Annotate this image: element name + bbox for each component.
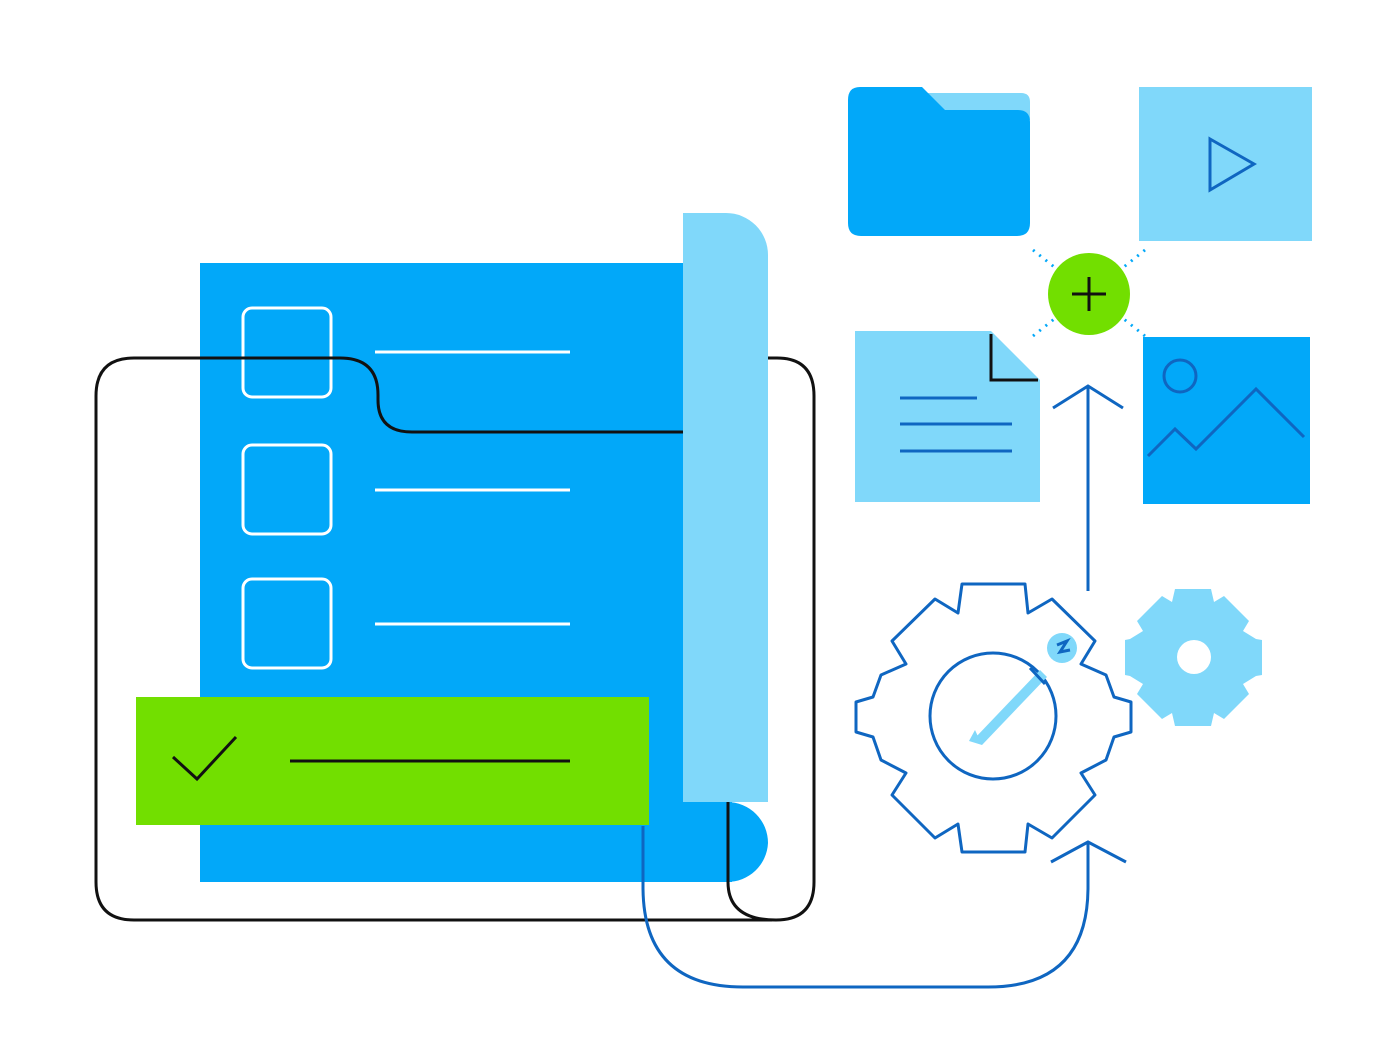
checkbox-3: [241, 577, 333, 670]
sheet-roll-strip: [683, 213, 768, 802]
text-document-icon: [855, 331, 1040, 502]
outline-frame: [94, 356, 816, 922]
wrench-shaft: [975, 670, 1047, 745]
text-doc-fold: [989, 334, 1038, 382]
outline-frame-right: [726, 356, 816, 922]
gear-inner-ring: [928, 651, 1058, 781]
checklist-document-icon: [136, 213, 768, 883]
outline-frame-left: [94, 356, 772, 922]
folder-icon: [848, 87, 1030, 236]
image-sun: [1162, 358, 1198, 394]
plus-rays: [1032, 248, 1146, 338]
video-play-icon: [1139, 87, 1312, 241]
gear-outline: [854, 582, 1133, 854]
image-landscape-icon: [1143, 337, 1310, 504]
sheet-curl-bottom: [683, 802, 768, 883]
flow-arrow-path: [641, 826, 1090, 989]
up-arrow-head: [1052, 384, 1124, 410]
image-mountains: [1146, 386, 1306, 458]
text-doc-sheet: [855, 331, 1040, 502]
checkbox-2: [241, 443, 333, 536]
wrench-bolt: [1056, 637, 1071, 655]
checkbox-1: [241, 306, 333, 399]
gear-wrench-icon: [854, 582, 1133, 854]
flow-arrow-icon: [641, 826, 1127, 989]
folder-front: [848, 87, 1030, 236]
checkmark-icon: [171, 735, 238, 782]
play-triangle: [1208, 136, 1257, 193]
up-arrow-icon: [1052, 384, 1124, 591]
wrench-collar: [1028, 666, 1047, 686]
add-plus-icon: [1032, 248, 1146, 338]
video-tile: [1139, 87, 1312, 241]
small-gear-hole: [1177, 640, 1211, 674]
flow-arrow-head: [1050, 840, 1127, 864]
wrench-tip: [969, 730, 982, 745]
wrench-icon: [969, 633, 1077, 745]
small-gear-icon: [1125, 589, 1262, 726]
